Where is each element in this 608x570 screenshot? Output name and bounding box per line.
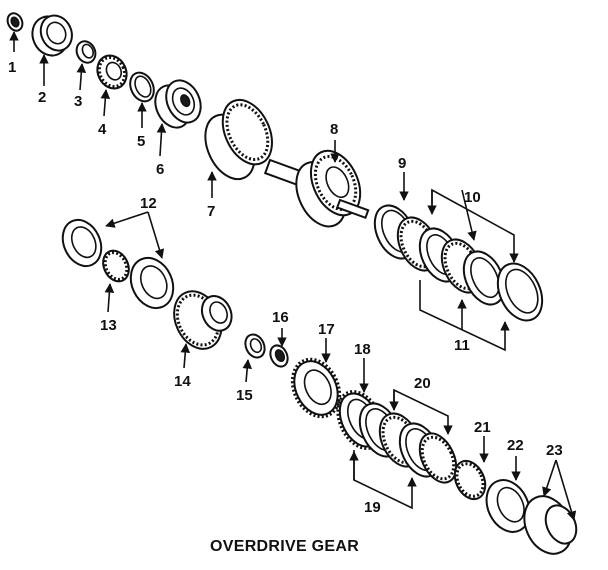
part-4-bearing xyxy=(96,54,128,90)
callout-4: 4 xyxy=(98,121,107,138)
part-11-clutch-plates xyxy=(496,262,544,322)
callout-8: 8 xyxy=(330,121,338,138)
part-18-19-20-clutch-pack xyxy=(336,390,458,484)
callout-23: 23 xyxy=(546,442,563,459)
callout-13: 13 xyxy=(100,317,117,334)
part-14-sun-gear xyxy=(173,290,233,350)
callout-1: 1 xyxy=(8,59,16,76)
part-1-seal xyxy=(6,12,24,32)
callout-5: 5 xyxy=(137,133,145,150)
part-21-bearing xyxy=(453,459,487,501)
callout-2: 2 xyxy=(38,89,46,106)
part-17-clutch-hub xyxy=(290,357,342,419)
callout-17: 17 xyxy=(318,321,335,338)
callout-14: 14 xyxy=(174,373,191,390)
leader-lines xyxy=(9,31,577,521)
callout-6: 6 xyxy=(156,161,164,178)
callout-11: 11 xyxy=(454,337,470,354)
callout-9: 9 xyxy=(398,155,406,172)
part-13-roller-bearing xyxy=(102,249,130,283)
callout-21: 21 xyxy=(474,419,491,436)
part-15-washer xyxy=(244,333,266,359)
callout-3: 3 xyxy=(74,93,82,110)
part-12-bearing-races xyxy=(61,218,175,310)
part-10-clutch-plates xyxy=(396,216,506,306)
part-8-planet-carrier xyxy=(263,149,370,228)
callout-12: 12 xyxy=(140,195,157,212)
callout-10: 10 xyxy=(464,189,481,206)
callout-7: 7 xyxy=(207,203,215,220)
part-22-race xyxy=(485,479,531,533)
callout-16: 16 xyxy=(272,309,289,326)
part-3-washer xyxy=(75,40,97,64)
diagram-caption: OVERDRIVE GEAR xyxy=(210,538,359,555)
callout-labels: 1 2 3 4 5 6 7 8 9 10 11 12 13 14 15 16 1… xyxy=(8,59,563,516)
part-16-washer xyxy=(269,344,289,368)
callout-15: 15 xyxy=(236,387,253,404)
callout-19: 19 xyxy=(364,499,381,516)
part-6-drum xyxy=(154,79,202,129)
callout-22: 22 xyxy=(507,437,524,454)
part-5-ring xyxy=(129,71,155,103)
part-2-bearing xyxy=(31,14,73,57)
part-7-ring-gear xyxy=(204,98,273,181)
callout-20: 20 xyxy=(414,375,431,392)
callout-18: 18 xyxy=(354,341,371,358)
